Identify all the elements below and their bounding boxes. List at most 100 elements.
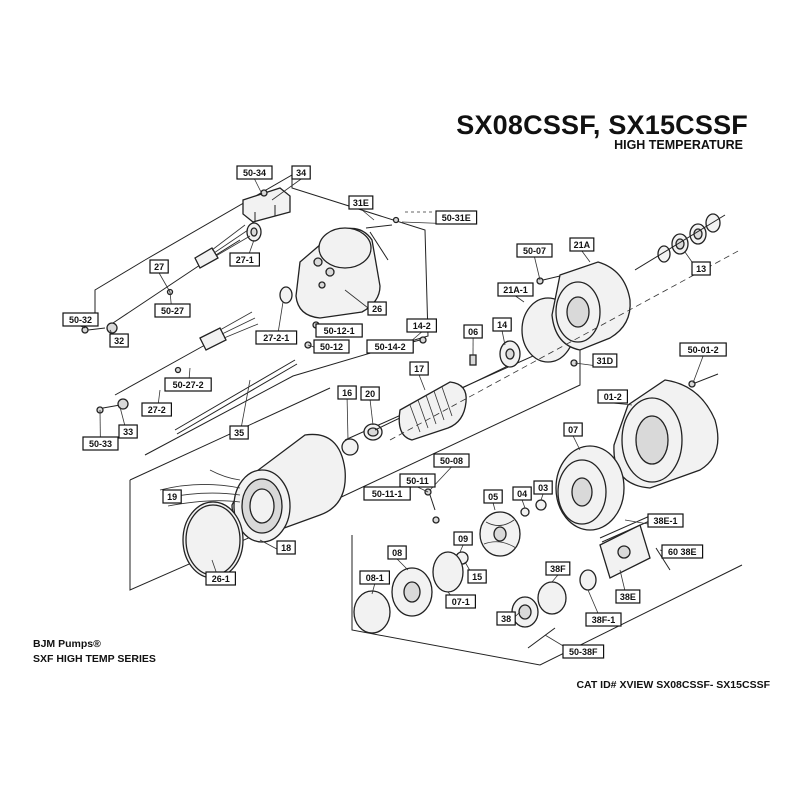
part-label-box (563, 422, 583, 437)
part-label: 20 (360, 386, 380, 426)
part-label-box (348, 195, 374, 210)
part-18-stator (231, 433, 346, 543)
part-label-text: 27-1 (236, 255, 254, 265)
part-label-text: 04 (517, 489, 527, 499)
part-label-text: 50-33 (89, 439, 112, 449)
part-label: 17 (409, 361, 429, 391)
part-label: 50-27-2 (164, 367, 212, 392)
part-label-box (337, 385, 357, 400)
part-label-box (597, 389, 628, 404)
part-label: 16 (337, 385, 357, 441)
part-label: 50-27 (154, 291, 191, 318)
part-label: 33 (118, 406, 138, 439)
part-label: 38E (615, 569, 641, 604)
part-label: 50-11 (399, 473, 436, 493)
part-label: 50-32 (62, 312, 99, 329)
part-label: 50-11-1 (363, 486, 411, 501)
part-27-2-1-ring (279, 286, 293, 304)
part-50-38F-bolt (527, 627, 556, 649)
part-34-bracket (242, 187, 291, 223)
part-label-box (585, 612, 622, 627)
part-label-box (149, 259, 169, 274)
part-label-text: 50-27 (161, 306, 184, 316)
part-label: 50-12 (307, 339, 350, 354)
part-label-box (592, 353, 618, 368)
leader-line (271, 178, 302, 201)
part-label: 14-2 (406, 318, 437, 343)
part-label-text: 50-34 (243, 168, 266, 178)
part-label: 31E (348, 195, 375, 221)
part-label: 27-2-1 (255, 301, 298, 345)
part-label-text: 60 38E (668, 547, 697, 557)
leader-line (515, 295, 525, 303)
part-03-nut (535, 499, 547, 511)
part-label: 38 (496, 611, 521, 626)
part-label-text: 01-2 (604, 392, 622, 402)
part-label-box (82, 436, 119, 451)
part-05-impeller (479, 511, 521, 557)
part-label-box (467, 569, 487, 584)
part-label-text: 38F (550, 564, 566, 574)
part-label-box (315, 323, 363, 338)
part-label: 13 (684, 251, 711, 276)
leader-line (581, 250, 591, 263)
part-27-2-cable (114, 311, 259, 396)
leader-line (521, 499, 526, 509)
fasteners-left (81, 189, 400, 414)
part-14-bearing (499, 340, 521, 368)
part-label-text: 19 (167, 492, 177, 502)
part-label: 31D (574, 353, 618, 368)
part-label-text: 38E-1 (653, 516, 677, 526)
part-label-text: 50-12-1 (324, 326, 355, 336)
part-label-text: 21A (574, 240, 591, 250)
part-16-ring (341, 438, 359, 456)
part-label-text: 20 (365, 389, 375, 399)
part-label-box (569, 237, 595, 252)
part-label-text: 32 (114, 336, 124, 346)
part-label-text: 16 (342, 388, 352, 398)
catalog-id: CAT ID# XVIEW SX08CSSF- SX15CSSF (576, 679, 770, 691)
part-label-box (516, 243, 553, 258)
part-label: 32 (109, 329, 129, 348)
part-label: 50-33 (82, 409, 119, 451)
part-label-box (255, 330, 298, 345)
part-label-text: 03 (538, 483, 548, 493)
part-label-box (118, 424, 138, 439)
part-label: 27-1 (229, 239, 260, 267)
leader-line (369, 399, 374, 426)
leader-line (158, 272, 171, 293)
part-13-bearing-set (634, 213, 726, 271)
part-27-1-gland (246, 222, 262, 242)
part-label-box (236, 165, 273, 180)
part-60-38E-bolt (655, 547, 671, 571)
part-label: 21A-1 (497, 282, 534, 303)
part-label-text: 50-01-2 (688, 345, 719, 355)
part-38E-adapter (599, 514, 655, 579)
part-35-rod (174, 359, 298, 435)
leader-line (492, 502, 496, 511)
part-label-box (497, 282, 534, 297)
part-label-box (229, 252, 260, 267)
part-label-text: 50-32 (69, 315, 92, 325)
part-label: 06 (463, 324, 483, 356)
leader-line (551, 574, 559, 583)
part-label: 14 (492, 317, 512, 346)
leader-line (360, 208, 375, 221)
part-08-seal-plate (391, 567, 433, 617)
part-label-box (62, 312, 99, 327)
part-04-washer (520, 507, 530, 517)
part-label-text: 50-31E (442, 213, 471, 223)
part-label-text: 38F-1 (592, 615, 616, 625)
part-label-text: 33 (123, 427, 133, 437)
part-27-cable (109, 224, 251, 326)
part-label-box (162, 489, 182, 504)
part-label-box (679, 342, 727, 357)
part-label: 07 (563, 422, 583, 451)
part-label-box (445, 594, 476, 609)
part-label-text: 38E (620, 592, 636, 602)
part-label-text: 05 (488, 492, 498, 502)
part-label-box (463, 324, 483, 339)
